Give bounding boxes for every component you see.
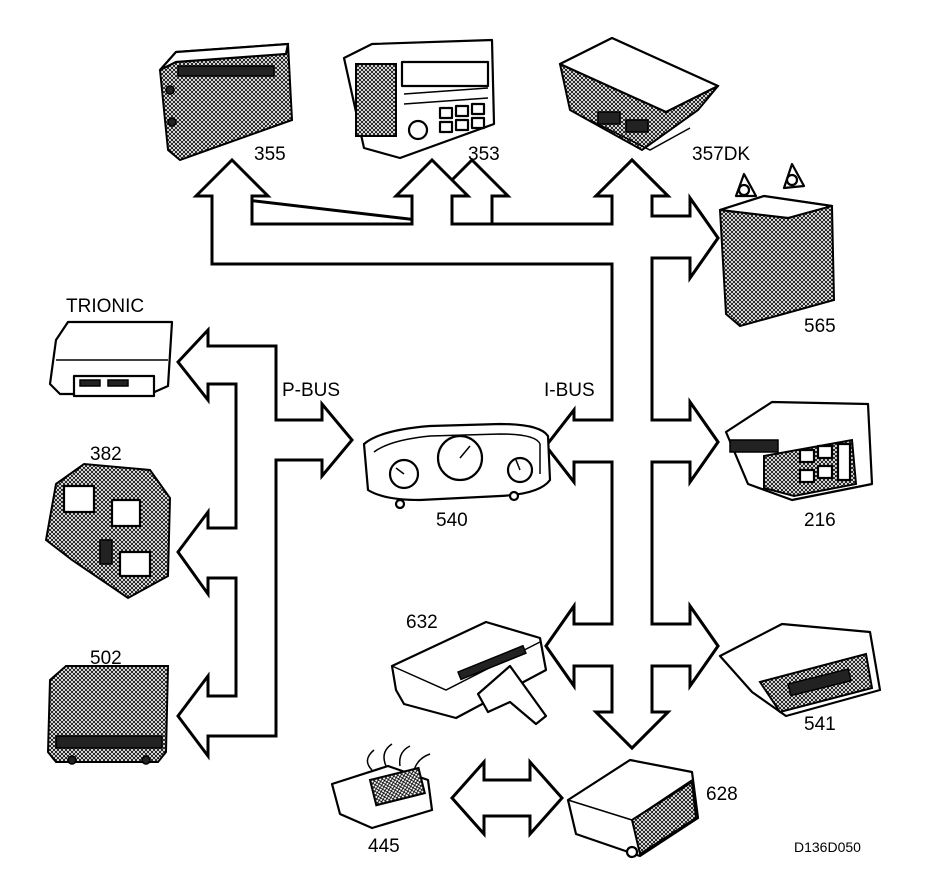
module-628-device bbox=[566, 758, 700, 859]
label-632: 632 bbox=[406, 612, 438, 633]
label-trionic: TRIONIC bbox=[66, 296, 144, 317]
label-355: 355 bbox=[254, 144, 286, 165]
label-540: 540 bbox=[436, 510, 468, 531]
label-502: 502 bbox=[90, 648, 122, 669]
module-382-device bbox=[44, 462, 172, 600]
label-p-bus: P-BUS bbox=[282, 380, 340, 401]
label-216: 216 bbox=[804, 510, 836, 531]
label-382: 382 bbox=[90, 444, 122, 465]
p-bus-network bbox=[176, 326, 354, 761]
diagnostic-link-arrow bbox=[449, 758, 565, 838]
figure-code: D136D050 bbox=[794, 839, 861, 855]
module-445-connector bbox=[330, 743, 434, 830]
i-bus-network bbox=[192, 157, 720, 838]
module-355-device bbox=[158, 42, 294, 162]
i-bus-trunk bbox=[192, 157, 720, 751]
module-540-instrument-cluster bbox=[362, 422, 552, 510]
module-541-device bbox=[718, 622, 882, 718]
label-i-bus: I-BUS bbox=[544, 380, 595, 401]
label-541: 541 bbox=[804, 714, 836, 735]
trionic-device bbox=[48, 320, 174, 398]
label-353: 353 bbox=[468, 144, 500, 165]
module-502-device bbox=[46, 665, 170, 765]
module-632-device bbox=[390, 620, 548, 726]
module-216-device bbox=[724, 400, 874, 502]
module-565-device bbox=[718, 162, 836, 328]
module-353-device bbox=[342, 38, 496, 160]
label-445: 445 bbox=[368, 836, 400, 857]
label-357dk: 357DK bbox=[692, 144, 750, 165]
module-357dk-device bbox=[558, 36, 720, 152]
label-628: 628 bbox=[706, 784, 738, 805]
p-bus-trunk bbox=[176, 326, 354, 761]
label-565: 565 bbox=[804, 316, 836, 337]
